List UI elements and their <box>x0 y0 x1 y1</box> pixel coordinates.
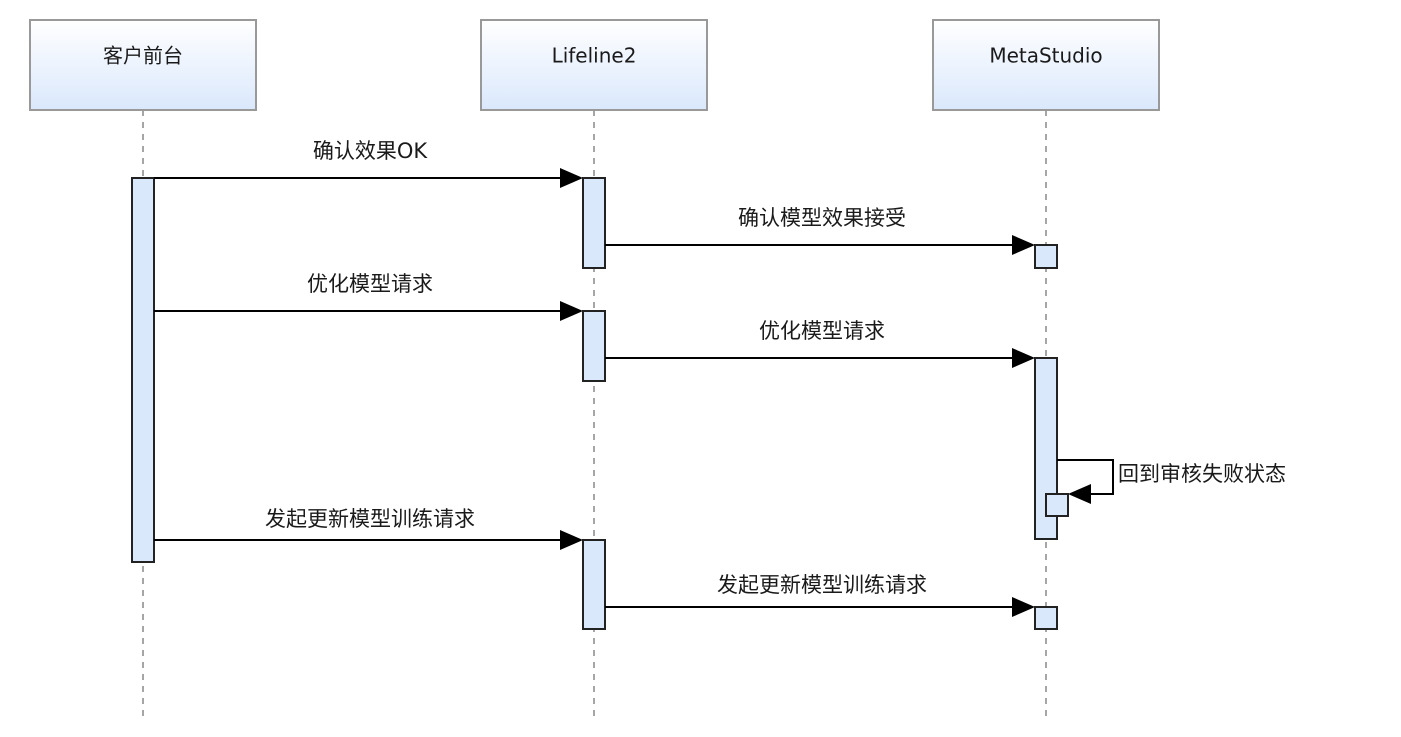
participant-p1[interactable]: 客户前台 <box>29 19 257 111</box>
activation-bar <box>582 539 606 630</box>
message-arrow[interactable]: 优化模型请求 <box>154 272 583 321</box>
activation-bar <box>131 177 155 563</box>
message-arrow[interactable]: 发起更新模型训练请求 <box>154 507 583 550</box>
participant-label: MetaStudio <box>989 44 1102 68</box>
message-label: 优化模型请求 <box>307 272 433 296</box>
message-label: 发起更新模型训练请求 <box>717 573 927 597</box>
message-label: 确认效果OK <box>313 139 429 163</box>
activation-bar <box>582 177 606 269</box>
message-label: 发起更新模型训练请求 <box>265 507 475 531</box>
participant-label: 客户前台 <box>103 44 183 68</box>
message-arrow[interactable]: 确认效果OK <box>154 139 583 188</box>
message-label: 确认模型效果接受 <box>738 206 906 230</box>
participant-p2[interactable]: Lifeline2 <box>480 19 708 111</box>
activation-bar <box>1034 606 1058 630</box>
activation-bar <box>1034 244 1058 269</box>
activation-bar <box>582 310 606 382</box>
participant-p3[interactable]: MetaStudio <box>932 19 1160 111</box>
message-arrow[interactable]: 优化模型请求 <box>605 319 1035 368</box>
activation-bar-nested <box>1045 493 1069 517</box>
self-message-arrow[interactable]: 回到审核失败状态 <box>1057 459 1286 504</box>
participant-label: Lifeline2 <box>552 44 637 68</box>
message-arrow[interactable]: 确认模型效果接受 <box>605 206 1035 255</box>
message-label: 优化模型请求 <box>759 319 885 343</box>
message-arrow[interactable]: 发起更新模型训练请求 <box>605 573 1035 617</box>
message-label: 回到审核失败状态 <box>1118 462 1286 486</box>
